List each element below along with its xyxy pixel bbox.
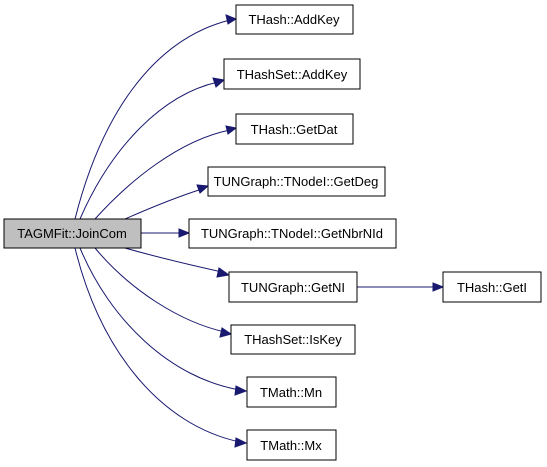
edges — [74, 14, 445, 448]
edge-root-to-n4 — [124, 188, 203, 220]
node-n1[interactable]: THash::AddKey — [235, 4, 354, 35]
edge-n6-to-n7-arrow — [432, 282, 445, 292]
edge-root-to-n3 — [94, 129, 231, 220]
node-n6-label: TUNGraph::GetNI — [241, 280, 345, 295]
node-n8-label: THashSet::IsKey — [244, 332, 342, 347]
node-n7[interactable]: THash::GetI — [442, 271, 542, 303]
node-n3-label: THash::GetDat — [251, 122, 338, 137]
node-root-label: TAGMFit::JoinCom — [17, 226, 127, 241]
edge-root-to-n1-arrow — [225, 14, 238, 25]
edge-root-to-n9-arrow — [234, 385, 248, 396]
edge-root-to-n9 — [79, 247, 241, 391]
edge-root-to-n10-arrow — [234, 437, 248, 448]
node-n7-label: THash::GetI — [457, 280, 527, 295]
edge-root-to-n6 — [124, 247, 223, 273]
node-n4-label: TUNGraph::TNodeI::GetDeg — [214, 174, 379, 189]
nodes: TAGMFit::JoinCom THash::AddKey THashSet:… — [3, 4, 542, 461]
node-n10[interactable]: TMath::Mx — [246, 429, 337, 461]
edge-root-to-n2-arrow — [212, 77, 226, 88]
node-n2-label: THashSet::AddKey — [237, 67, 348, 82]
node-n5[interactable]: TUNGraph::TNodeI::GetNbrNId — [188, 218, 397, 249]
node-n5-label: TUNGraph::TNodeI::GetNbrNId — [201, 226, 383, 241]
node-n9-label: TMath::Mn — [260, 385, 322, 400]
edge-root-to-n4-arrow — [196, 184, 210, 194]
node-n8[interactable]: THashSet::IsKey — [230, 324, 356, 355]
node-n1-label: THash::AddKey — [248, 12, 340, 27]
edge-root-to-n2 — [79, 81, 219, 220]
node-root[interactable]: TAGMFit::JoinCom — [3, 218, 142, 249]
edge-root-to-n6-arrow — [216, 267, 231, 278]
edge-root-to-n5-arrow — [178, 228, 191, 238]
edge-root-to-n1 — [74, 19, 231, 220]
node-n9[interactable]: TMath::Mn — [246, 376, 337, 408]
edge-root-to-n8 — [94, 247, 226, 333]
edge-root-to-n8-arrow — [219, 327, 233, 338]
node-n4[interactable]: TUNGraph::TNodeI::GetDeg — [207, 166, 386, 197]
edge-root-to-n10 — [74, 247, 241, 443]
edge-root-to-n3-arrow — [225, 125, 238, 135]
node-n3[interactable]: THash::GetDat — [235, 113, 354, 145]
node-n10-label: TMath::Mx — [260, 438, 322, 453]
node-n6[interactable]: TUNGraph::GetNI — [228, 271, 358, 303]
node-n2[interactable]: THashSet::AddKey — [223, 58, 361, 90]
